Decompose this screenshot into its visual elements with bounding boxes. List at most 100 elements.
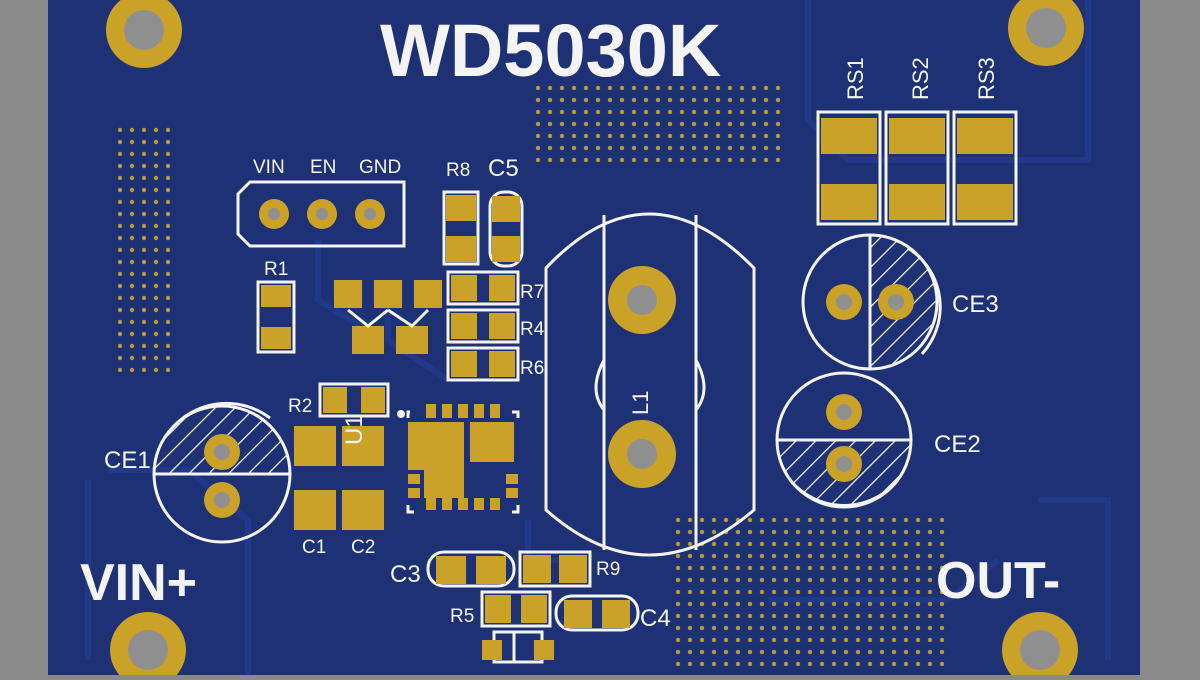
via [129, 127, 135, 133]
via [153, 151, 159, 157]
via [843, 529, 849, 535]
via [595, 157, 601, 163]
via [939, 541, 945, 547]
via [855, 649, 861, 655]
rs1-label: RS1 [843, 57, 868, 100]
capacitor-c1: C1 [294, 426, 336, 558]
via [747, 517, 753, 523]
via [855, 577, 861, 583]
via [711, 529, 717, 535]
via [129, 343, 135, 349]
via [165, 223, 171, 229]
via [631, 133, 637, 139]
via [165, 295, 171, 301]
via [927, 613, 933, 619]
via [891, 601, 897, 607]
via [819, 577, 825, 583]
via [771, 625, 777, 631]
via [915, 613, 921, 619]
inductor-l1: L1 [544, 212, 756, 557]
via [843, 637, 849, 643]
via [129, 163, 135, 169]
via [903, 589, 909, 595]
via [619, 145, 625, 151]
via [879, 649, 885, 655]
via [129, 175, 135, 181]
via [759, 529, 765, 535]
via [867, 553, 873, 559]
via [679, 121, 685, 127]
via [751, 109, 757, 115]
via [687, 565, 693, 571]
via [715, 157, 721, 163]
via [687, 577, 693, 583]
via [747, 565, 753, 571]
via [927, 565, 933, 571]
capacitor-c4: C4 [554, 594, 671, 632]
via [735, 637, 741, 643]
via [675, 517, 681, 523]
via [939, 601, 945, 607]
via [903, 553, 909, 559]
via [675, 649, 681, 655]
via [655, 121, 661, 127]
via [891, 649, 897, 655]
via [891, 613, 897, 619]
via [141, 247, 147, 253]
via [747, 601, 753, 607]
via [759, 637, 765, 643]
via [819, 625, 825, 631]
mounting-hole-top-right [1008, 0, 1084, 66]
via [739, 121, 745, 127]
via [703, 121, 709, 127]
via [843, 625, 849, 631]
via [687, 517, 693, 523]
via [153, 367, 159, 373]
via [153, 319, 159, 325]
via [783, 565, 789, 571]
via [559, 97, 565, 103]
via [675, 529, 681, 535]
via [607, 145, 613, 151]
ce1-label: CE1 [104, 447, 151, 474]
via [691, 85, 697, 91]
via [831, 589, 837, 595]
via [763, 121, 769, 127]
resistor-r7: R7 [446, 270, 544, 306]
via [117, 331, 123, 337]
via [129, 355, 135, 361]
via [607, 133, 613, 139]
via [687, 625, 693, 631]
via [165, 151, 171, 157]
via [535, 97, 541, 103]
l1-label: L1 [628, 391, 653, 415]
via [643, 109, 649, 115]
via [735, 613, 741, 619]
via [699, 601, 705, 607]
via [141, 139, 147, 145]
via [867, 637, 873, 643]
via [807, 601, 813, 607]
via [903, 517, 909, 523]
via [795, 613, 801, 619]
via [867, 661, 873, 667]
via [141, 259, 147, 265]
via [855, 565, 861, 571]
via [595, 97, 601, 103]
via [643, 157, 649, 163]
via [927, 529, 933, 535]
via [607, 121, 613, 127]
via [867, 577, 873, 583]
via [711, 649, 717, 655]
mounting-hole-top-left [106, 0, 182, 68]
via [675, 601, 681, 607]
via [831, 541, 837, 547]
via [129, 223, 135, 229]
capacitor-c3: C3 [390, 550, 516, 588]
via [165, 127, 171, 133]
r9-label: R9 [596, 559, 620, 580]
via [903, 529, 909, 535]
via [129, 271, 135, 277]
via [831, 517, 837, 523]
via [771, 661, 777, 667]
